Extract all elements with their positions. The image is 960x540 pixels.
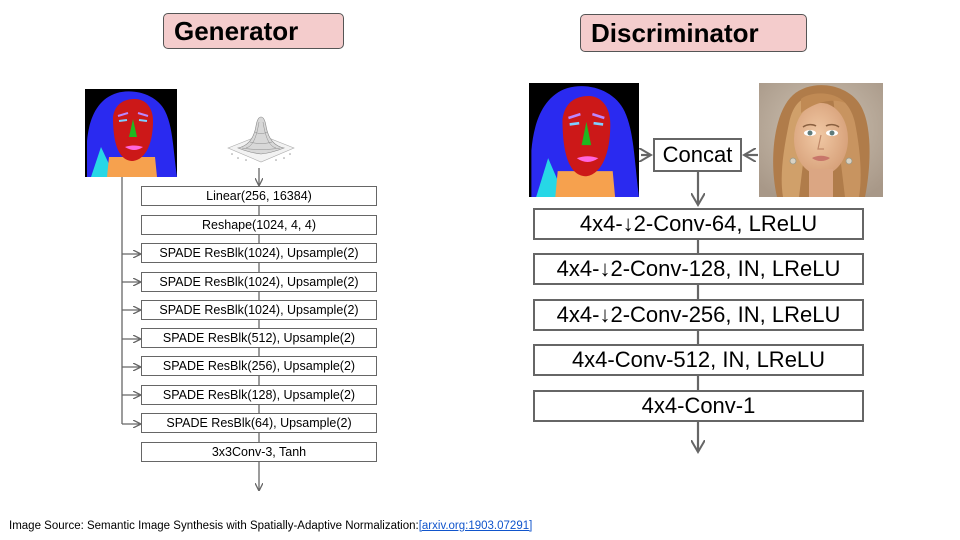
gaussian-noise-icon [227, 116, 295, 163]
gen-block-conv-tanh: 3x3Conv-3, Tanh [141, 442, 377, 462]
disc-block-conv-128: 4x4-↓2-Conv-128, IN, LReLU [533, 253, 864, 285]
discriminator-chain [641, 155, 758, 452]
disc-block-conv-512: 4x4-Conv-512, IN, LReLU [533, 344, 864, 376]
image-source-text: Image Source: Semantic Image Synthesis w… [9, 520, 419, 532]
disc-block-conv-1: 4x4-Conv-1 [533, 390, 864, 422]
gen-block-reshape: Reshape(1024, 4, 4) [141, 215, 377, 235]
generator-title: Generator [163, 13, 344, 49]
gen-block-spade-64: SPADE ResBlk(64), Upsample(2) [141, 413, 377, 433]
gen-block-spade-1024-b: SPADE ResBlk(1024), Upsample(2) [141, 272, 377, 292]
discriminator-segmentation-map-image [529, 83, 639, 197]
discriminator-title: Discriminator [580, 14, 807, 52]
gen-block-spade-1024-a: SPADE ResBlk(1024), Upsample(2) [141, 243, 377, 263]
disc-block-conv-64: 4x4-↓2-Conv-64, LReLU [533, 208, 864, 240]
gen-block-linear: Linear(256, 16384) [141, 186, 377, 206]
image-source-caption: Image Source: Semantic Image Synthesis w… [9, 520, 532, 532]
segmap-feed [121, 177, 140, 424]
arxiv-link[interactable]: [arxiv.org:1903.07291] [418, 520, 533, 532]
face-photo-image [759, 83, 883, 197]
gen-block-spade-1024-c: SPADE ResBlk(1024), Upsample(2) [141, 300, 377, 320]
disc-block-conv-256: 4x4-↓2-Conv-256, IN, LReLU [533, 299, 864, 331]
gen-block-spade-256: SPADE ResBlk(256), Upsample(2) [141, 356, 377, 376]
segmentation-map-image [85, 89, 177, 177]
gen-block-spade-128: SPADE ResBlk(128), Upsample(2) [141, 385, 377, 405]
concat-block: Concat [653, 138, 742, 172]
gen-block-spade-512: SPADE ResBlk(512), Upsample(2) [141, 328, 377, 348]
